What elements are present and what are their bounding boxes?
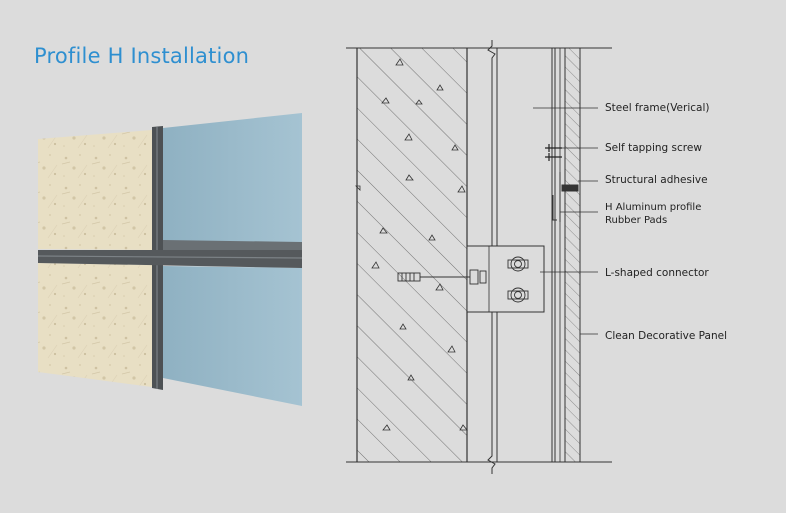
glass-panel-bottom bbox=[163, 266, 302, 406]
label-structural-adhesive: Structural adhesive bbox=[605, 174, 708, 186]
aggregate-marks bbox=[355, 58, 468, 431]
label-l-connector: L-shaped connector bbox=[605, 267, 709, 279]
label-h-profile: H Aluminum profile bbox=[605, 202, 701, 213]
connector-bolts bbox=[507, 256, 529, 303]
stone-panel-top bbox=[38, 130, 152, 250]
label-clean-panel: Clean Decorative Panel bbox=[605, 330, 727, 342]
label-steel-frame: Steel frame(Verical) bbox=[605, 102, 709, 114]
label-self-tapping-screw: Self tapping screw bbox=[605, 142, 702, 154]
h-profile-horizontal bbox=[38, 250, 302, 268]
l-connector bbox=[466, 245, 545, 313]
page-title: Profile H Installation bbox=[34, 44, 250, 68]
self-tapping-screws bbox=[545, 144, 562, 161]
glass-panel-top bbox=[163, 113, 302, 250]
stone-panel-bottom bbox=[38, 263, 152, 387]
anchor-bolt bbox=[397, 269, 487, 285]
decorative-panel bbox=[564, 47, 581, 463]
concrete-wall bbox=[356, 47, 468, 463]
h-profile-detail bbox=[552, 172, 579, 222]
label-rubber-pads: Rubber Pads bbox=[605, 215, 667, 226]
